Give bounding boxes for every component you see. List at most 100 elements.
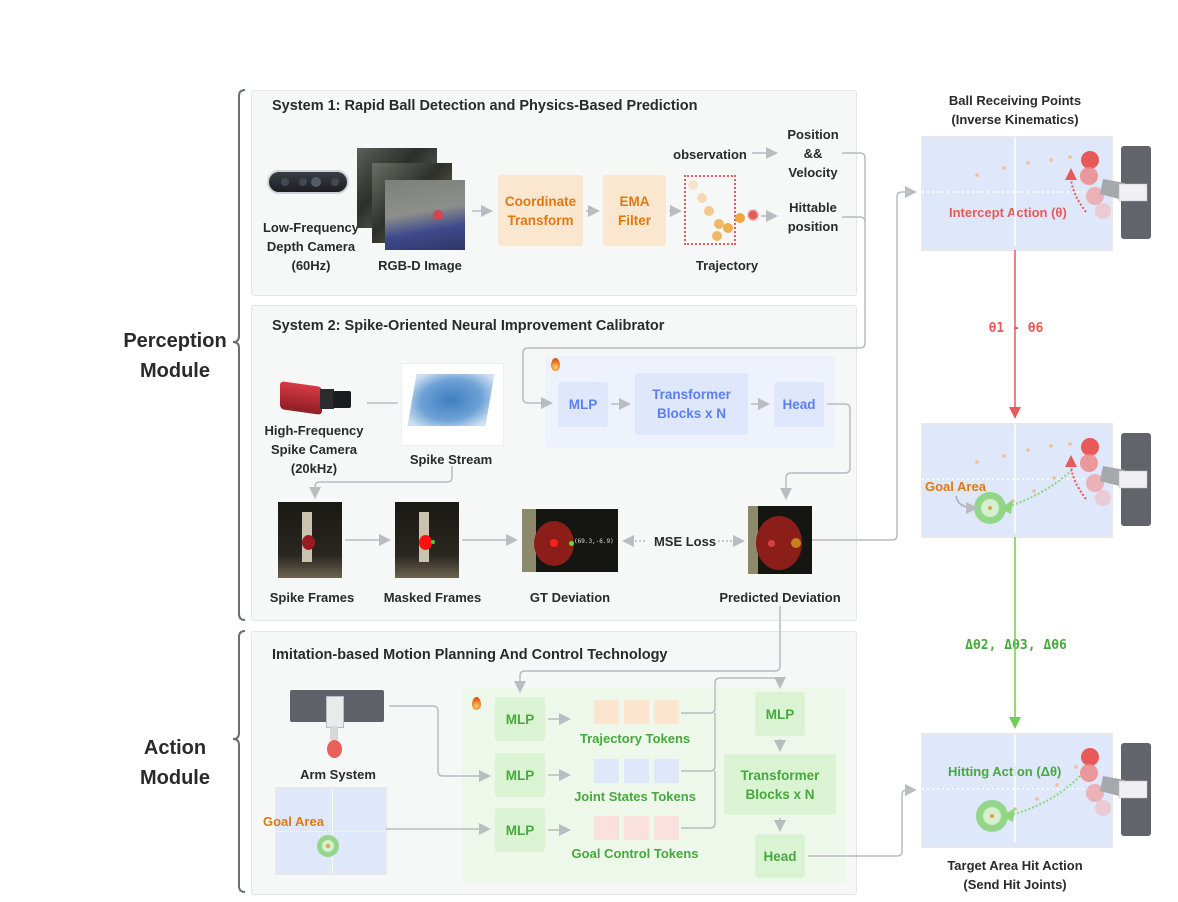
joint-states-tokens-label: Joint States Tokens [574,789,696,804]
intercept-ball-dots [975,155,1072,177]
hit-target [976,775,1081,832]
fire-icon-2 [472,697,481,710]
masked-frames-label: Masked Frames [383,590,482,605]
depth-camera-label-3: (60Hz) [291,258,331,273]
robot-paddle-3 [1080,748,1148,816]
traj-mlp-box: MLP [495,697,545,741]
predicted-deviation-label: Predicted Deviation [719,590,841,605]
perception-line-2: Module [140,360,210,382]
goal-control-token [624,816,649,840]
s2-transformer-line-2: Blocks x N [656,406,727,421]
delta-thetas-label: Δθ2, Δθ3, Δθ6 [946,638,1086,653]
masked-frames-image [395,502,459,578]
position-velocity-label: Position && Velocity [778,125,848,182]
action-head-box: Head [755,834,805,878]
intercept-table [921,136,1113,251]
ema-line-2: Filter [617,212,651,228]
connector-head-to-hit [808,784,917,857]
trajectory-token [594,700,619,724]
spike-cam-line-2: Spike Camera [271,442,357,457]
ema-line-1: EMA [619,193,650,209]
connector-pred-to-mlp [514,606,781,693]
connector-stream-to-frames [309,466,453,499]
joint-mlp-box: MLP [495,753,545,797]
hitting-action-label: Hitting Action (Δθ) [948,764,1062,779]
action-transformer-line-1: Transformer [740,767,820,783]
trajectory-box [684,175,736,245]
perception-brace [232,89,246,621]
target-area-title-1: Target Area Hit Action [947,858,1083,873]
depth-camera-label: Low-Frequency Depth Camera (60Hz) [258,218,364,275]
target-area-title: Target Area Hit Action (Send Hit Joints) [920,856,1110,894]
ball-receiving-title-2: (Inverse Kinematics) [951,112,1079,127]
action-line-1: Action [143,737,207,759]
hit-ball-dots [1013,765,1078,811]
system2-title: System 2: Spike-Oriented Neural Improvem… [272,318,665,334]
robot-paddle-1 [1065,151,1148,219]
s2-mlp-box: MLP [558,382,608,427]
trajectory-dots [688,180,759,241]
spike-cam-line-1: High-Frequency [264,423,364,438]
connector-to-intercept [812,186,917,541]
action-brace [232,630,246,893]
s2-transformer-line-1: Transformer [652,387,731,402]
rgbd-image-label: RGB-D Image [378,258,462,273]
hittable-line-1: Hittable [789,200,837,215]
observation-label: observation [673,147,747,162]
depth-camera-label-1: Low-Frequency [262,220,360,235]
goal-area-label: Goal Area [263,814,324,829]
action-line-2: Module [140,767,210,789]
joint-state-token [594,759,619,783]
system1-title: System 1: Rapid Ball Detection and Physi… [272,98,698,114]
goal-target [955,469,1073,524]
ball-receiving-title: Ball Receiving Points (Inverse Kinematic… [920,91,1110,129]
spike-frames-image [278,502,342,578]
trajectory-token [654,700,679,724]
arm-system-label: Arm System [300,767,376,782]
s2-head-box: Head [774,382,824,427]
connector-tokens-merge [681,677,786,714]
robot-paddle-2 [1065,438,1148,506]
connector-arm-to-mlp [389,705,491,782]
rgbd-frame-3 [385,180,465,250]
joint-state-token [654,759,679,783]
connector-head-to-pred [780,403,851,500]
connector-hittable [842,216,866,223]
trajectory-token [624,700,649,724]
goal-table [921,423,1113,538]
ball-receiving-title-1: Ball Receiving Points [948,93,1082,108]
coord-line-1: Coordinate [504,193,577,209]
perception-module-label: Perception Module [110,326,240,386]
target-area-title-2: (Send Hit Joints) [963,877,1067,892]
trajectory-label: Trajectory [695,258,759,273]
hit-table [921,733,1113,848]
goal-mlp-box: MLP [495,808,545,852]
ema-filter-box: EMA Filter [603,175,666,246]
goal-control-token [594,816,619,840]
gt-deviation-label: GT Deviation [529,590,611,605]
action-mlp-box: MLP [755,692,805,736]
predicted-deviation-image [748,506,812,574]
spike-camera-label: High-Frequency Spike Camera (20kHz) [258,421,370,478]
theta-range-label: θ1 - θ6 [976,321,1056,336]
goal-control-token [654,816,679,840]
action-panel-title: Imitation-based Motion Planning And Cont… [272,647,668,663]
spike-stream-label: Spike Stream [409,452,493,467]
spike-camera-icon [280,380,352,415]
goal-control-tokens-label: Goal Control Tokens [571,846,699,861]
perception-line-1: Perception [123,330,227,352]
hittable-position-label: Hittable position [778,198,848,236]
depth-camera-label-2: Depth Camera [266,239,356,254]
gt-deviation-coord: (69.3,-6.9) [574,538,614,545]
spike-cam-line-3: (20kHz) [290,461,338,476]
coord-line-2: Transform [507,212,574,228]
action-module-label: Action Module [110,733,240,793]
intercept-action-label: Intercept Action (θ) [949,205,1067,220]
fire-icon [551,358,560,371]
posvel-line-3: Velocity [788,165,838,180]
action-transformer-line-2: Blocks x N [745,786,815,802]
spike-frames-label: Spike Frames [269,590,355,605]
